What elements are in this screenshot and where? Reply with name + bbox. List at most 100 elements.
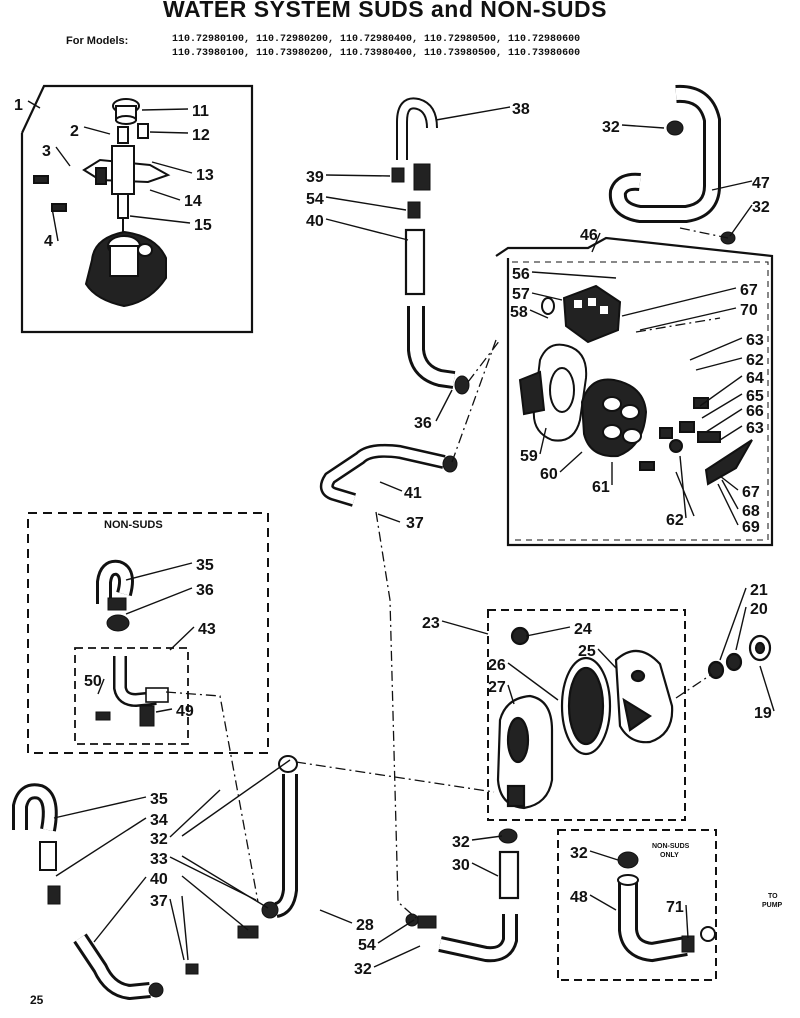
- callout-leader-35: [125, 562, 193, 581]
- callout-leader-46: [591, 232, 601, 253]
- callout-label-21: 21: [750, 582, 768, 599]
- fill-hose-drawing: [391, 97, 470, 395]
- callout-label-71: 71: [666, 899, 684, 916]
- model-numbers-line-2: 110.73980100, 110.73980200, 110.73980400…: [172, 48, 581, 59]
- callout-label-58: 58: [510, 304, 528, 321]
- callout-label-34: 34: [150, 812, 168, 829]
- callout-leader-3: [55, 146, 71, 167]
- callout-leader-14: [149, 189, 181, 201]
- callout-label-35: 35: [150, 791, 168, 808]
- callout-leader-11: [141, 108, 189, 111]
- callout-leader-56: [531, 271, 617, 279]
- group-box-valve-assembly: [20, 84, 254, 334]
- callout-leader-40: [93, 876, 147, 943]
- callout-label-67: 67: [740, 282, 758, 299]
- callout-leader-67: [719, 475, 739, 491]
- callout-label-69: 69: [742, 519, 760, 536]
- group-box-non-suds-inner: [74, 647, 189, 745]
- group-box-filter: [487, 609, 686, 821]
- group-box-non-suds-only: [557, 829, 717, 981]
- callout-label-20: 20: [750, 601, 768, 618]
- callout-leader-54: [377, 919, 415, 944]
- water-valve-assembly-drawing: [33, 98, 171, 308]
- diagram-title: WATER SYSTEM SUDS and NON-SUDS: [163, 0, 607, 22]
- callout-leader-12: [149, 131, 189, 134]
- callout-label-32: 32: [602, 119, 620, 136]
- callout-leader-37: [377, 513, 401, 523]
- callout-label-54: 54: [306, 191, 324, 208]
- callout-leader-71: [685, 904, 689, 939]
- group-box-pump-valve: [495, 236, 774, 547]
- callout-leader-57: [531, 292, 563, 301]
- callout-leader-39: [325, 174, 391, 177]
- callout-leader-65: [701, 393, 743, 419]
- callout-leader-36: [435, 389, 453, 422]
- callout-leader-38: [435, 106, 511, 121]
- callout-label-32: 32: [150, 831, 168, 848]
- callout-label-23: 23: [422, 615, 440, 632]
- callout-label-68: 68: [742, 503, 760, 520]
- callout-leader-lines: [27, 100, 775, 968]
- callout-label-67: 67: [742, 484, 760, 501]
- callout-label-24: 24: [574, 621, 592, 638]
- callout-leader-extra-1: [181, 855, 269, 909]
- callout-leader-63: [689, 337, 743, 361]
- callout-leader-30: [471, 862, 499, 877]
- callout-leader-67: [621, 287, 737, 317]
- filter-assembly-drawing: [496, 626, 772, 810]
- callout-label-39: 39: [306, 169, 324, 186]
- callout-leader-32: [589, 850, 619, 861]
- callout-leader-40: [325, 218, 409, 241]
- callout-leader-50: [97, 678, 105, 695]
- callout-leader-43: [169, 626, 195, 651]
- callout-label-4: 4: [44, 233, 53, 250]
- callout-leader-48: [589, 894, 617, 911]
- pump-valve-assembly-drawing: [518, 284, 753, 486]
- callout-leader-70: [639, 307, 737, 331]
- callout-leader-27: [507, 684, 515, 705]
- callout-label-59: 59: [520, 448, 538, 465]
- drain-hose-drawing: [405, 828, 520, 963]
- callout-leader-59: [539, 427, 547, 455]
- non-suds-box-title: NON-SUDS: [104, 519, 163, 531]
- callout-label-33: 33: [150, 851, 168, 868]
- callout-leader-24: [525, 626, 571, 637]
- callout-leader-34: [55, 817, 147, 877]
- callout-label-26: 26: [488, 657, 506, 674]
- models-label: For Models:: [66, 35, 129, 47]
- callout-label-28: 28: [356, 917, 374, 934]
- callout-label-32: 32: [570, 845, 588, 862]
- callout-label-14: 14: [184, 193, 202, 210]
- callout-leader-32: [621, 124, 665, 129]
- callout-label-63: 63: [746, 420, 764, 437]
- callout-label-41: 41: [404, 485, 422, 502]
- upper-hose-drawing: [608, 84, 736, 245]
- non-suds-only-line-2: ONLY: [660, 852, 679, 859]
- callout-label-37: 37: [406, 515, 424, 532]
- callout-label-40: 40: [150, 871, 168, 888]
- callout-leader-4: [51, 207, 59, 242]
- callout-leader-28: [319, 909, 353, 924]
- callout-label-3: 3: [42, 143, 51, 160]
- callout-leader-26: [507, 662, 559, 701]
- model-numbers-line-1: 110.72980100, 110.72980200, 110.72980400…: [172, 34, 581, 45]
- non-suds-hose-drawing: [95, 559, 169, 727]
- callout-leader-extra-3: [181, 895, 189, 961]
- model-numbers: 110.72980100, 110.72980200, 110.72980400…: [172, 33, 580, 61]
- callout-label-64: 64: [746, 370, 764, 387]
- callout-leader-extra-4: [675, 471, 695, 517]
- callout-leader-23: [441, 620, 489, 635]
- callout-label-36: 36: [414, 415, 432, 432]
- callout-label-32: 32: [452, 834, 470, 851]
- callout-leader-64: [699, 375, 743, 407]
- callout-label-63: 63: [746, 332, 764, 349]
- callout-label-50: 50: [84, 673, 102, 690]
- group-box-non-suds: [27, 512, 269, 754]
- callout-leader-13: [151, 161, 193, 174]
- callout-leader-32: [471, 835, 503, 841]
- callout-label-60: 60: [540, 466, 558, 483]
- callout-label-27: 27: [488, 679, 506, 696]
- page-number: 25: [30, 993, 44, 1007]
- callout-leader-68: [721, 479, 739, 510]
